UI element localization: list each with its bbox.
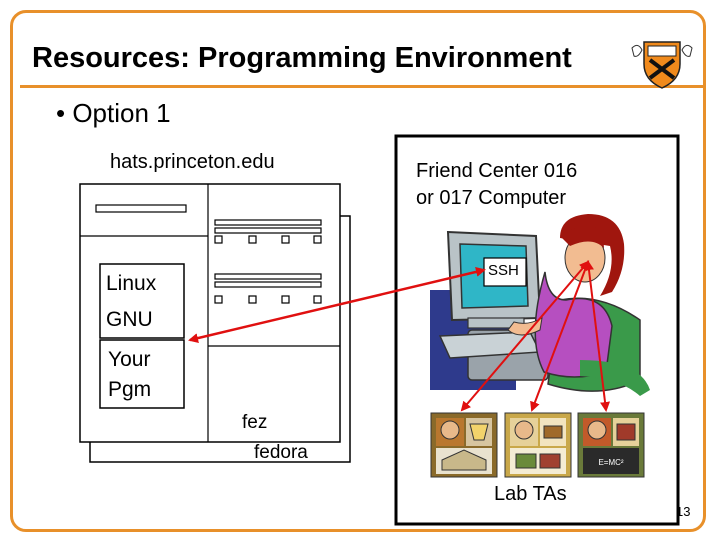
ta-tile: E=MC² bbox=[577, 412, 645, 478]
slide-frame bbox=[10, 10, 706, 532]
bullet-option: • Option 1 bbox=[56, 98, 171, 128]
node-label-fedora: fedora bbox=[254, 442, 308, 463]
ta-tile bbox=[430, 412, 498, 478]
os-layer-box bbox=[99, 263, 185, 339]
ta-tile bbox=[504, 412, 572, 478]
page-number: 13 bbox=[676, 504, 691, 519]
os-label-line1: Linux bbox=[106, 272, 157, 295]
svg-text:E=MC²: E=MC² bbox=[598, 458, 623, 467]
drive-slot bbox=[214, 273, 322, 280]
ssh-arrow bbox=[188, 266, 486, 344]
ssh-label: SSH bbox=[488, 262, 519, 279]
lab-tas-label: Lab TAs bbox=[494, 483, 567, 505]
drive-slot bbox=[95, 204, 187, 213]
lab-ta-tiles: E=MC² bbox=[430, 412, 645, 478]
software-stack bbox=[99, 263, 185, 409]
ta-arrow bbox=[584, 260, 610, 412]
drive-slot bbox=[214, 281, 322, 288]
title-divider bbox=[20, 85, 706, 88]
title-bar: Resources: Programming Environment bbox=[20, 30, 640, 86]
program-label-line1: Your bbox=[108, 348, 151, 371]
location-line1: Friend Center 016 bbox=[416, 160, 578, 182]
drive-slot bbox=[214, 219, 322, 226]
slide-title: Resources: Programming Environment bbox=[32, 42, 572, 74]
os-label-line2: GNU bbox=[106, 308, 153, 331]
connection-arrows bbox=[188, 260, 610, 412]
program-label-line2: Pgm bbox=[108, 378, 152, 401]
node-label-fez: fez bbox=[242, 412, 268, 433]
program-box bbox=[99, 339, 185, 409]
drive-slot bbox=[214, 227, 322, 234]
ta-arrow bbox=[530, 260, 590, 412]
location-line2: or 017 Computer bbox=[416, 187, 567, 209]
server-hostname: hats.princeton.edu bbox=[110, 151, 275, 173]
princeton-shield-logo bbox=[631, 41, 693, 89]
